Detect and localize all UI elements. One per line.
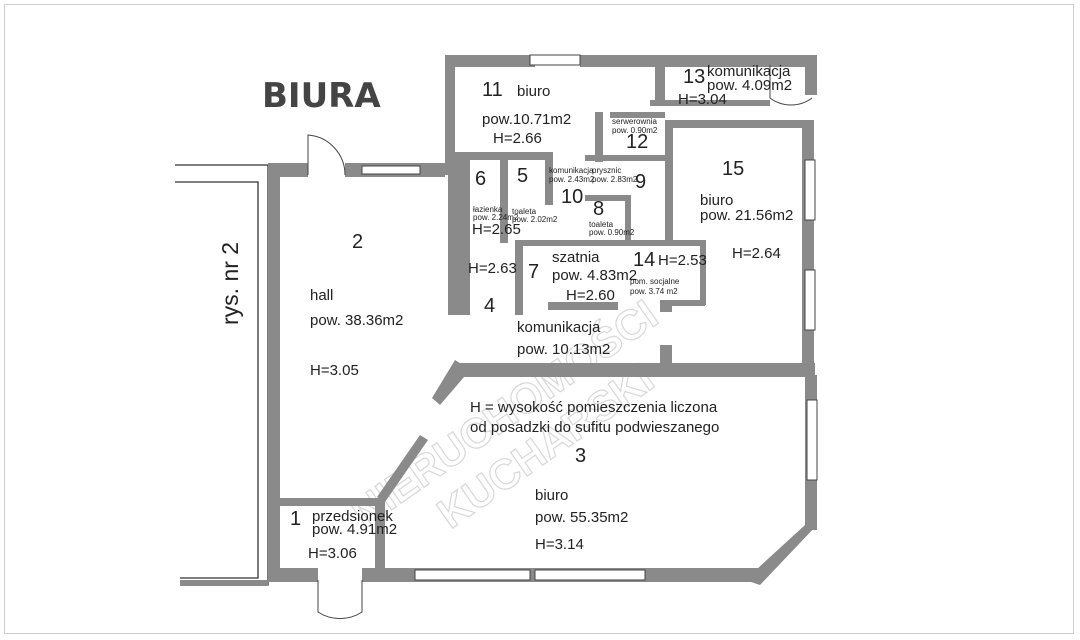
room-5-name: toaleta	[512, 207, 537, 216]
room-11-number: 11	[482, 79, 503, 101]
room-10-area: pow. 2.43m2	[549, 175, 595, 184]
room-11-height: H=2.66	[493, 130, 542, 147]
room-9-area: pow. 2.83m2	[592, 175, 638, 184]
room-7-area: pow. 4.83m2	[552, 267, 637, 284]
room-4-area: pow. 10.13m2	[517, 341, 610, 358]
room-6-number: 6	[475, 168, 486, 190]
street-label: rys. nr 2	[217, 242, 243, 325]
room-12-area: pow. 0.90m2	[612, 126, 658, 135]
room-3-number: 3	[575, 445, 586, 467]
room-12-name: serwerownia	[612, 117, 657, 126]
room-10-number: 10	[561, 186, 583, 208]
room-5-area: pow. 2.02m2	[512, 215, 558, 224]
height-note-line-1: H = wysokość pomieszczenia liczona	[470, 399, 718, 416]
room-labels: 1 przedsionek pow. 4.91m2 H=3.06 2 hall …	[290, 63, 793, 562]
room-15-number: 15	[722, 158, 744, 180]
room-4-name: komunikacja	[517, 319, 601, 336]
room-15-area: pow. 21.56m2	[700, 207, 793, 224]
image-frame	[4, 4, 1074, 634]
room-8-area: pow. 0.90m2	[589, 228, 635, 237]
windows	[361, 54, 818, 581]
doors	[307, 65, 813, 620]
room-15-name: biuro	[700, 192, 733, 209]
room-2-area: pow. 38.36m2	[310, 312, 403, 329]
room-1-height: H=3.06	[308, 545, 357, 562]
room-1-number: 1	[290, 508, 301, 530]
room-1-area: pow. 4.91m2	[312, 521, 397, 538]
room-6-name: łazienka	[473, 205, 503, 214]
room-3-area: pow. 55.35m2	[535, 509, 628, 526]
room-3-name: biuro	[535, 487, 568, 504]
room-6-height: H=2.65	[472, 221, 521, 238]
room-13-area: pow. 4.09m2	[707, 77, 792, 94]
room-9-name: prysznic	[592, 166, 621, 175]
height-note-line-2: od posadzki do sufitu podwieszanego	[470, 419, 719, 436]
room-15-height: H=2.64	[732, 245, 781, 262]
room-8-number: 8	[593, 198, 604, 220]
room-2-number: 2	[352, 231, 363, 253]
room-14-number: 14	[633, 249, 655, 271]
room-14-name: pom. socjalne	[630, 277, 680, 286]
room-14-height: H=2.53	[658, 252, 707, 269]
plan-title: BIURA	[262, 76, 381, 116]
room-10-name: komunikacja	[549, 166, 594, 175]
room-2-name: hall	[310, 287, 333, 304]
room-7-height: H=2.60	[566, 287, 615, 304]
room-14-area: pow. 3.74 m2	[630, 287, 678, 296]
room-11-area: pow.10.71m2	[482, 111, 571, 128]
room-4-number: 4	[484, 295, 495, 317]
room-9-number: 9	[635, 171, 646, 193]
room-1-name: przedsionek	[312, 508, 393, 525]
room-3-height: H=3.14	[535, 536, 584, 553]
room-13-height: H=3.04	[678, 91, 727, 108]
room-13-name: komunikacja	[707, 63, 791, 80]
room-11-name: biuro	[517, 83, 550, 100]
room-6-area: pow. 2.24m2	[473, 213, 519, 222]
room-5-number: 5	[517, 165, 528, 187]
room-7-number: 7	[528, 261, 539, 283]
room-13-number: 13	[683, 66, 705, 88]
room-8-name: toaleta	[589, 220, 614, 229]
room-2-height: H=3.05	[310, 362, 359, 379]
adjacent-plan: rys. nr 2	[175, 164, 269, 586]
room-4-height: H=2.63	[468, 260, 517, 277]
interior-walls	[280, 100, 815, 573]
room-12-number: 12	[626, 131, 648, 153]
room-7-name: szatnia	[552, 249, 600, 266]
